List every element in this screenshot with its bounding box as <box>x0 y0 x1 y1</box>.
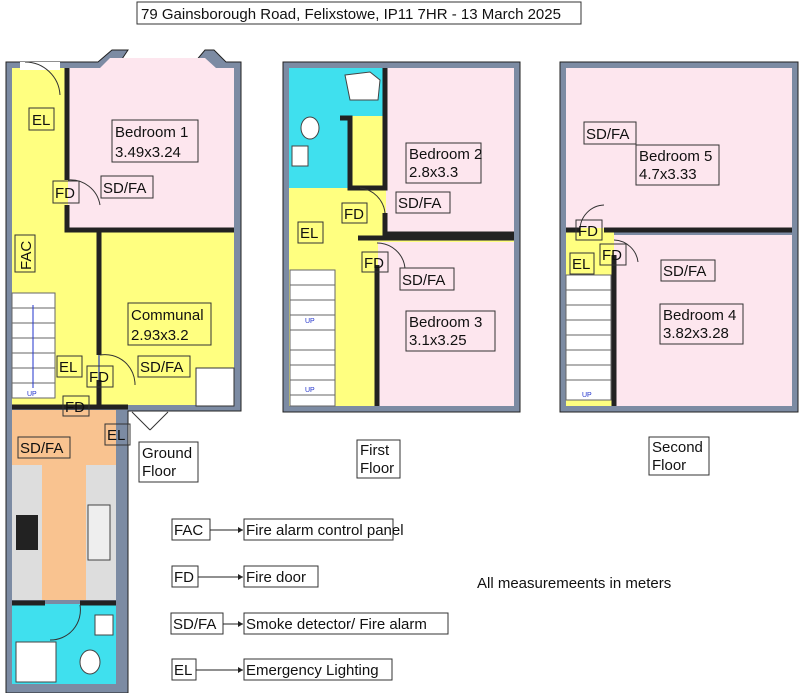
el-marker: EL <box>572 256 590 273</box>
legend-code: EL <box>174 662 192 679</box>
legend-item-sdfa: SD/FA Smoke detector/ Fire alarm <box>170 612 449 635</box>
floor-name: Floor <box>142 463 176 480</box>
shower-icon <box>344 71 381 101</box>
floor-name: Second <box>652 439 703 456</box>
legend-code: SD/FA <box>173 616 216 633</box>
up-label: UP <box>305 318 315 325</box>
bedroom-1-name: Bedroom 1 <box>115 124 188 141</box>
communal-size: 2.93x3.2 <box>131 327 189 344</box>
bedroom-5-name: Bedroom 5 <box>639 148 712 165</box>
bedroom-1-room <box>68 58 234 228</box>
floor-name: Floor <box>652 457 686 474</box>
sdfa-marker: SD/FA <box>140 359 183 376</box>
el-marker: EL <box>107 427 125 444</box>
fac-marker: FAC <box>18 241 35 270</box>
door-swings <box>24 61 169 641</box>
floor-name: First <box>360 442 390 459</box>
basin-icon <box>291 145 309 167</box>
bedroom-3-name: Bedroom 3 <box>409 314 482 331</box>
sdfa-marker: SD/FA <box>402 272 445 289</box>
fd-marker: FD <box>344 206 364 223</box>
page-title: 79 Gainsborough Road, Felixstowe, IP11 7… <box>141 6 561 23</box>
fd-marker: FD <box>364 255 384 272</box>
ground-floor: UP EL Bedroom 1 3.49x3.24 FD SD/FA FAC C… <box>5 49 242 693</box>
bedroom-5-room <box>566 68 792 228</box>
fd-marker: FD <box>578 223 598 240</box>
bedroom-4-room <box>614 235 792 406</box>
first-stairs <box>289 269 336 407</box>
el-marker: EL <box>59 359 77 376</box>
sink-icon <box>87 504 111 561</box>
legend-meaning: Fire alarm control panel <box>246 522 404 539</box>
bedroom-3-size: 3.1x3.25 <box>409 332 467 349</box>
toilet-icon <box>79 649 101 675</box>
sdfa-marker: SD/FA <box>103 180 146 197</box>
second-stairs <box>565 274 612 401</box>
measurement-note: All measuremeents in meters <box>477 575 671 592</box>
floor-name: Floor <box>360 460 394 477</box>
legend-code: FAC <box>174 522 203 539</box>
bedroom-4-name: Bedroom 4 <box>663 307 736 324</box>
fd-marker: FD <box>602 247 622 264</box>
shower-icon <box>15 641 57 683</box>
first-floor: UP UP Bedroom 2 2.8x3.3 Bedroom 3 3.1x3.… <box>282 61 521 479</box>
basin-icon <box>94 614 114 636</box>
sdfa-marker: SD/FA <box>586 126 629 143</box>
bedroom-1-size: 3.49x3.24 <box>115 144 181 161</box>
title-box <box>136 1 582 25</box>
legend-code: FD <box>174 569 194 586</box>
legend-meaning: Emergency Lighting <box>246 662 379 679</box>
up-label: UP <box>305 387 315 394</box>
fd-marker: FD <box>89 369 109 386</box>
communal-name: Communal <box>131 307 204 324</box>
bedroom-5-size: 4.7x3.33 <box>639 166 697 183</box>
legend-meaning: Fire door <box>246 569 306 586</box>
legend-meaning: Smoke detector/ Fire alarm <box>246 616 427 633</box>
second-floor: UP SD/FA Bedroom 5 4.7x3.33 FD FD EL SD/… <box>559 61 799 476</box>
bedroom-3-room <box>378 242 514 406</box>
toilet-icon <box>300 116 320 140</box>
hob-icon <box>16 515 38 550</box>
up-label: UP <box>27 391 37 398</box>
fd-marker: FD <box>65 399 85 416</box>
sdfa-marker: SD/FA <box>20 440 63 457</box>
bedroom-2-size: 2.8x3.3 <box>409 164 458 181</box>
legend-item-fd: FD Fire door <box>171 565 319 588</box>
sdfa-marker: SD/FA <box>398 195 441 212</box>
ground-interior-walls <box>64 68 234 405</box>
legend: FAC Fire alarm control panel FD Fire doo… <box>170 518 671 681</box>
el-marker: EL <box>300 225 318 242</box>
legend-item-fac: FAC Fire alarm control panel <box>171 518 404 541</box>
sdfa-marker: SD/FA <box>663 263 706 280</box>
fd-marker: FD <box>55 185 75 202</box>
bedroom-4-size: 3.82x3.28 <box>663 325 729 342</box>
floor-name: Ground <box>142 445 192 462</box>
bedroom-2-name: Bedroom 2 <box>409 146 482 163</box>
up-label: UP <box>582 392 592 399</box>
el-marker: EL <box>32 112 50 129</box>
legend-item-el: EL Emergency Lighting <box>171 658 393 681</box>
